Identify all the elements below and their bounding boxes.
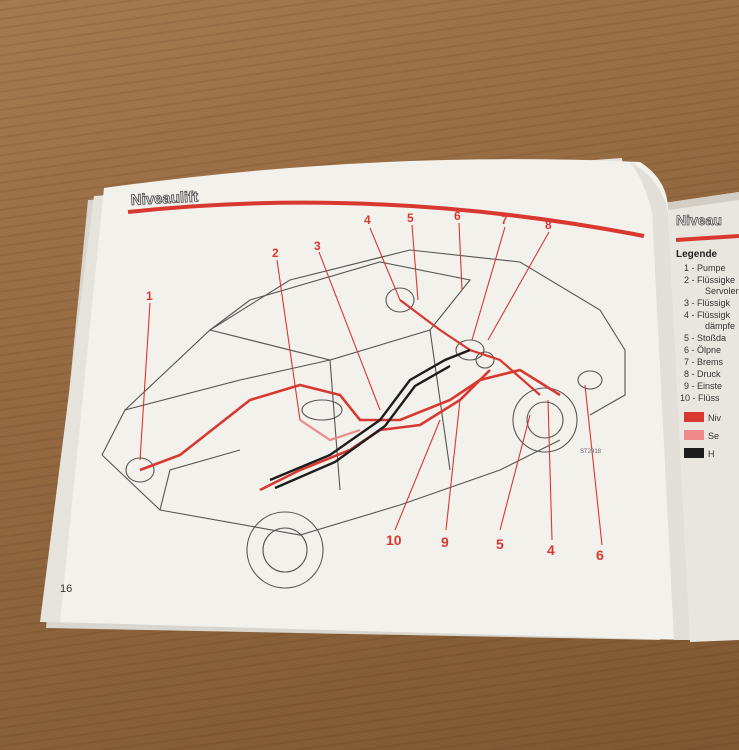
right-page-shadow <box>650 192 739 212</box>
callout-1: 1 <box>146 289 153 303</box>
swatch-servo <box>684 430 704 440</box>
left-page <box>60 159 690 640</box>
return-line-black <box>269 348 471 482</box>
rear-strut-left <box>385 287 415 313</box>
steering-wheel <box>301 399 343 421</box>
leader-5-top <box>411 224 419 301</box>
callout-7: 7 <box>501 213 508 227</box>
callout-4-bottom: 4 <box>547 542 555 558</box>
legend-item-2: 2 - Flüssigke <box>684 275 735 285</box>
callout-8: 8 <box>545 218 552 232</box>
right-title-rule <box>675 234 739 242</box>
car-lower-body <box>101 439 561 536</box>
level-line-red <box>139 368 561 472</box>
legend-item-1: 1 - Pumpe <box>684 263 726 273</box>
legend-item-3: 3 - Flüssigk <box>684 298 731 308</box>
rear-wheel <box>512 387 578 453</box>
callout-6-bottom: 6 <box>596 547 604 563</box>
legend-item-4: 4 - Flüssigk <box>684 310 731 320</box>
callout-2: 2 <box>272 246 279 260</box>
car-hood-line <box>124 359 331 411</box>
legend-item-10: 10 - Flüss <box>680 393 720 403</box>
swatch-level-label: Niv <box>708 413 721 423</box>
legend-item-9: 9 - Einste <box>684 381 722 391</box>
rear-strut-right <box>577 370 603 390</box>
callout-5-top: 5 <box>407 211 414 225</box>
rear-strut-center <box>455 339 485 361</box>
swatch-level <box>684 412 704 422</box>
legend-item-7: 7 - Brems <box>684 357 724 367</box>
legend-heading: Legende <box>676 249 718 260</box>
car-roofline <box>101 249 626 456</box>
title-red-rule <box>127 200 645 238</box>
leader-8 <box>487 231 550 341</box>
leader-10 <box>394 419 441 531</box>
leader-2 <box>276 259 301 421</box>
swatch-return <box>684 448 704 458</box>
callout-leaders <box>139 222 603 546</box>
leader-5-bottom <box>499 414 531 531</box>
callout-5-bottom: 5 <box>496 536 504 552</box>
leader-6-bottom <box>584 384 603 546</box>
return-line-black-2 <box>274 364 451 490</box>
front-wheel <box>246 511 324 589</box>
legend-item-8: 8 - Druck <box>684 369 721 379</box>
valve-unit <box>475 351 495 369</box>
callout-6-top: 6 <box>454 209 461 223</box>
legend-item-2b: Servolen <box>705 286 739 296</box>
figure-code: ST2918 <box>580 449 602 455</box>
car-a-pillar <box>329 359 341 491</box>
swatch-return-label: H <box>708 449 715 459</box>
leader-3 <box>318 251 381 411</box>
rear-wheel-hub <box>526 401 564 439</box>
leader-1 <box>139 302 151 461</box>
callout-3: 3 <box>314 239 321 253</box>
right-page-title: Niveau <box>676 212 722 228</box>
front-wheel-hub <box>262 527 308 573</box>
leader-9 <box>445 399 461 531</box>
legend-item-5: 5 - Stoßda <box>684 333 726 343</box>
callout-10: 10 <box>386 532 402 548</box>
page-title: Niveaulift <box>130 188 198 209</box>
servo-line-pink <box>299 419 361 442</box>
legend-item-6: 6 - Ölpne <box>684 345 721 355</box>
callout-9: 9 <box>441 534 449 550</box>
leader-7 <box>471 226 506 341</box>
legend-item-4b: dämpfe <box>705 321 735 331</box>
leader-6-top <box>458 222 463 291</box>
car-drawing <box>101 249 626 589</box>
car-grille <box>159 449 241 511</box>
callout-4-top: 4 <box>364 213 371 227</box>
leader-4-top <box>369 227 401 301</box>
page-gutter-shadow <box>630 162 690 640</box>
swatch-servo-label: Se <box>708 431 719 441</box>
page-number: 16 <box>60 583 72 595</box>
leader-4-bottom <box>547 399 553 541</box>
car-door-line <box>429 329 451 471</box>
